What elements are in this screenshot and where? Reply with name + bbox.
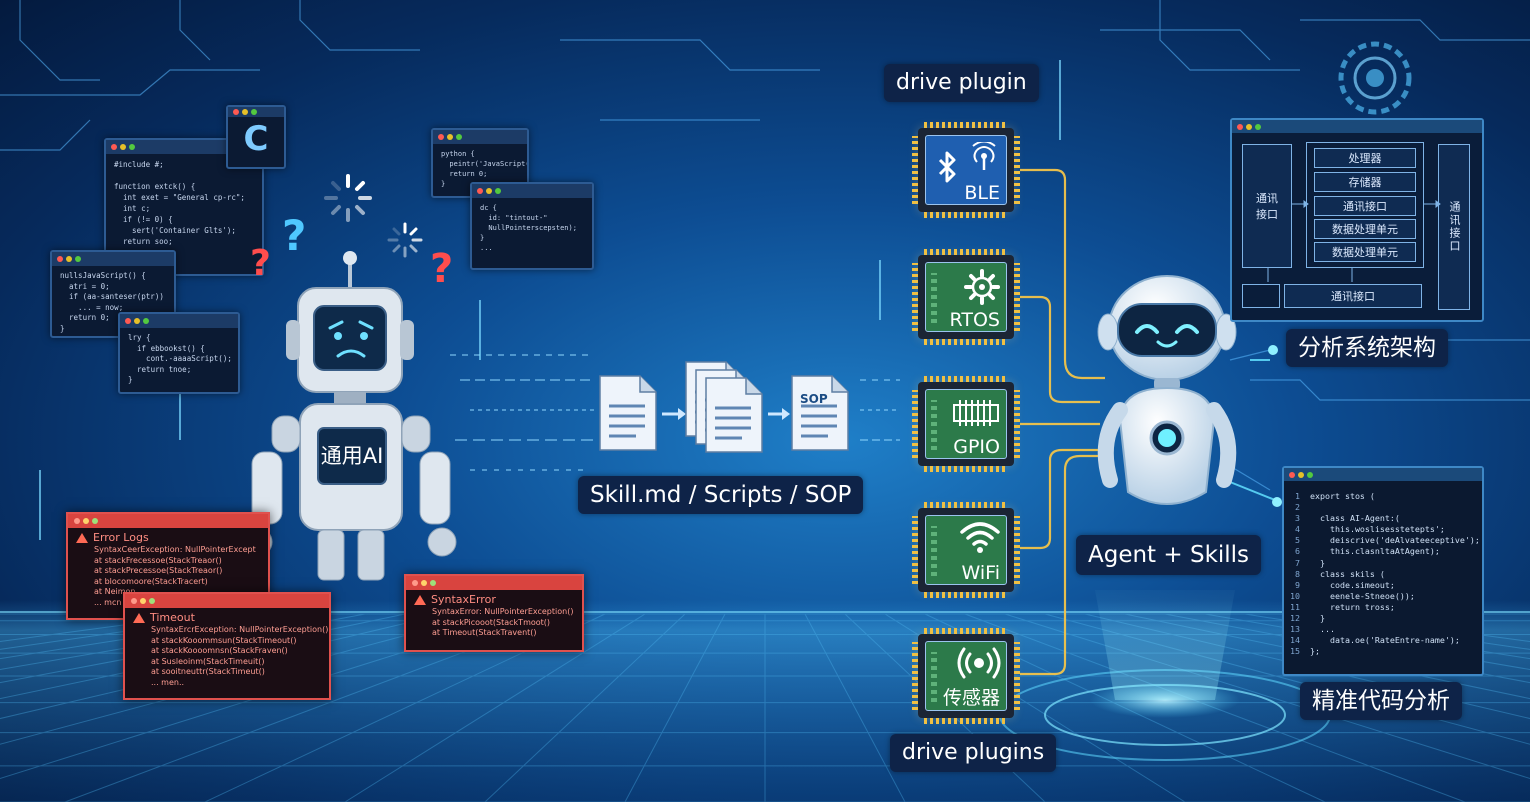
error-line: at Susleoinm(StackTimeuit() bbox=[151, 657, 321, 668]
code-text: dc { id: "tintout-" NullPointerscepsten)… bbox=[472, 198, 592, 258]
chip-label: GPIO bbox=[918, 436, 1014, 458]
gear-icon bbox=[962, 267, 1002, 307]
question-mark-icon: ? bbox=[250, 243, 271, 284]
architecture-panel: 通讯 接口 通讯接口 处理器 存储器 通讯接口 数据处理单元 数据处理单元 通讯… bbox=[1230, 118, 1484, 322]
error-line: ... men.. bbox=[151, 678, 321, 689]
bluetooth-icon bbox=[932, 150, 962, 186]
code-line: 9 code.simeout; bbox=[1284, 580, 1482, 591]
error-line: at sooitneuttr(StackTimeut() bbox=[151, 667, 321, 678]
plugin-chip-gpio[interactable]: GPIO bbox=[918, 382, 1014, 466]
c-language-badge: C bbox=[226, 105, 286, 169]
agent-skills-label: Agent + Skills bbox=[1076, 535, 1261, 575]
code-line: 3 class AI-Agent:( bbox=[1284, 513, 1482, 524]
error-line: SyntaxError: NullPointerException() bbox=[432, 607, 574, 618]
error-line: at stackKoooomnsn(StackFraven() bbox=[151, 646, 321, 657]
skill-documents bbox=[590, 360, 860, 460]
error-lines: SyntaxError: NullPointerException()at st… bbox=[406, 607, 582, 639]
warning-icon bbox=[414, 595, 426, 605]
gpio-icon bbox=[952, 400, 1002, 426]
code-line: 11 return tross; bbox=[1284, 602, 1482, 613]
code-window-try: lry { if ebbookst() { cont.-aaaaScript()… bbox=[118, 312, 240, 394]
code-line: 13 ... bbox=[1284, 624, 1482, 635]
chip-label: BLE bbox=[918, 182, 1014, 204]
arch-connectors bbox=[1232, 120, 1482, 320]
antenna-signal-icon bbox=[964, 142, 1004, 172]
code-analysis-panel: 1 export stos ( 2 3 class AI-Agent:( 4 t… bbox=[1282, 466, 1484, 676]
code-line: 5 deiscrive('deAlvateeceptive'); bbox=[1284, 535, 1482, 546]
code-window-dc: dc { id: "tintout-" NullPointerscepsten)… bbox=[470, 182, 594, 270]
architecture-caption: 分析系统架构 bbox=[1286, 329, 1448, 367]
code-line: 4 this.woslisesstetepts'; bbox=[1284, 524, 1482, 535]
drive-plugins-label: drive plugins bbox=[890, 734, 1056, 772]
error-line: at blocomoore(StackTracert) bbox=[94, 577, 260, 588]
code-line: 7 } bbox=[1284, 558, 1482, 569]
code-line: 10 eenele-Stneoe()); bbox=[1284, 591, 1482, 602]
question-mark-icon: ? bbox=[430, 246, 453, 292]
agent-robot bbox=[1092, 270, 1242, 540]
wifi-icon bbox=[958, 520, 1002, 554]
error-window-timeout: Timeout SyntaxErcrException: NullPointer… bbox=[123, 592, 331, 700]
code-line: 6 this.clasnltaAtAgent); bbox=[1284, 546, 1482, 557]
error-window-syntax: SyntaxError SyntaxError: NullPointerExce… bbox=[404, 574, 584, 652]
code-analysis-caption: 精准代码分析 bbox=[1300, 682, 1462, 720]
sensor-icon bbox=[954, 646, 1004, 680]
error-line: at stackFrecessoe(StackTreaor() bbox=[94, 556, 260, 567]
error-line: at stackPrecessoe(StackTreaor() bbox=[94, 566, 260, 577]
loading-icon bbox=[389, 224, 421, 256]
plugin-chip-ble[interactable]: BLE bbox=[918, 128, 1014, 212]
plugin-chip-rtos[interactable]: RTOS bbox=[918, 255, 1014, 339]
document-icon bbox=[600, 376, 656, 450]
error-line: at stackKooommsun(StackTimeout() bbox=[151, 636, 321, 647]
code-text: lry { if ebbookst() { cont.-aaaaScript()… bbox=[120, 328, 238, 391]
plugin-chip-wifi[interactable]: WiFi bbox=[918, 508, 1014, 592]
error-line: at Timeout(StackTravent() bbox=[432, 628, 574, 639]
code-line: 8 class skils ( bbox=[1284, 569, 1482, 580]
chip-label: RTOS bbox=[918, 309, 1014, 331]
error-title: Error Logs bbox=[93, 531, 149, 544]
skill-caption: Skill.md / Scripts / SOP bbox=[578, 476, 863, 514]
loading-icon bbox=[326, 176, 370, 220]
c-language-icon: C bbox=[228, 117, 284, 161]
code-line: 14 data.oe('RateEntre-name'); bbox=[1284, 635, 1482, 646]
error-line: at stackPicooot(StackTmoot() bbox=[432, 618, 574, 629]
error-title: SyntaxError bbox=[431, 593, 496, 606]
chip-label: WiFi bbox=[918, 562, 1014, 584]
sop-label: SOP bbox=[800, 392, 828, 406]
sop-document-icon bbox=[792, 376, 848, 450]
code-line: 12 } bbox=[1284, 613, 1482, 624]
error-line: SyntaxErcrException: NullPointerExceptio… bbox=[151, 625, 321, 636]
error-title: Timeout bbox=[150, 611, 195, 624]
question-mark-icon: ? bbox=[282, 211, 306, 260]
code-line: 15 }; bbox=[1284, 646, 1482, 657]
plugin-chip-sensor[interactable]: 传感器 bbox=[918, 634, 1014, 718]
code-line: 2 bbox=[1284, 502, 1482, 513]
documents-stack-icon bbox=[686, 362, 762, 452]
chip-label: 传感器 bbox=[918, 683, 1014, 710]
warning-icon bbox=[133, 613, 145, 623]
error-line: SyntaxCeerException: NullPointerExcept bbox=[94, 545, 260, 556]
code-line: 1 export stos ( bbox=[1284, 491, 1482, 502]
robot-label: 通用AI bbox=[318, 428, 386, 484]
error-lines: SyntaxErcrException: NullPointerExceptio… bbox=[125, 625, 329, 688]
drive-plugin-label: drive plugin bbox=[884, 64, 1039, 102]
warning-icon bbox=[76, 533, 88, 543]
